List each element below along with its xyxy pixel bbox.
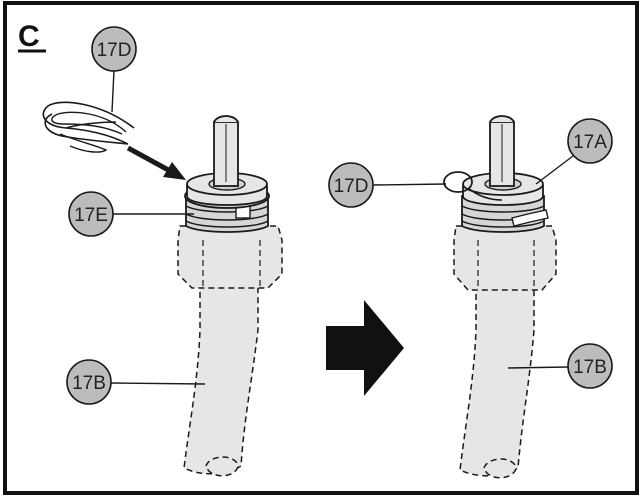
callout-bubble bbox=[91, 26, 137, 72]
diagonal-arrow-head bbox=[163, 162, 186, 180]
right-collar-groove bbox=[461, 220, 545, 228]
right-clip-leg bbox=[511, 209, 549, 227]
callout-left-ring: 17E bbox=[68, 191, 194, 237]
hairpin-clip-lower bbox=[59, 133, 108, 153]
callout-right-hose: 17B bbox=[507, 343, 613, 389]
leader-line bbox=[372, 183, 447, 186]
panel-label: C bbox=[18, 20, 40, 53]
callout-bubble bbox=[567, 343, 613, 389]
right-rod-cap bbox=[489, 115, 515, 123]
callout-label: 17A bbox=[573, 132, 607, 153]
callout-label: 17B bbox=[72, 373, 106, 394]
arrow-right-icon bbox=[326, 300, 404, 396]
left-hex-fitting bbox=[177, 225, 283, 289]
leader-line bbox=[507, 366, 569, 369]
leader-line bbox=[111, 69, 115, 113]
callout-bubble bbox=[66, 359, 112, 405]
right-clip-loop bbox=[443, 171, 473, 193]
callout-bubble bbox=[328, 162, 374, 208]
left-rod-cap bbox=[213, 115, 239, 123]
left-collar-groove bbox=[185, 213, 269, 221]
callout-left-clip: 17D bbox=[91, 26, 137, 113]
diagonal-arrow-icon bbox=[126, 145, 174, 175]
right-hex-fitting bbox=[453, 225, 557, 291]
callout-left-hose: 17B bbox=[66, 359, 206, 405]
left-collar-groove bbox=[185, 205, 269, 213]
right-collar-groove bbox=[461, 205, 545, 213]
left-assembly bbox=[42, 101, 283, 477]
callout-label: 17E bbox=[74, 205, 108, 226]
callout-right-clip: 17D bbox=[328, 162, 447, 208]
leader-line bbox=[535, 155, 574, 185]
callout-label: 17D bbox=[97, 40, 132, 61]
callout-bubble bbox=[567, 118, 613, 164]
callout-label: 17B bbox=[573, 357, 607, 378]
hairpin-clip-inner bbox=[51, 111, 127, 135]
leader-line bbox=[110, 382, 206, 385]
callout-right-nut: 17A bbox=[535, 118, 613, 185]
callout-bubble bbox=[68, 191, 114, 237]
left-collar-groove bbox=[185, 220, 269, 228]
callout-label: 17D bbox=[334, 176, 369, 197]
left-hose-end bbox=[205, 456, 239, 477]
right-assembly bbox=[443, 115, 557, 479]
right-clip-wire bbox=[467, 187, 503, 201]
right-hose-end bbox=[483, 458, 517, 479]
